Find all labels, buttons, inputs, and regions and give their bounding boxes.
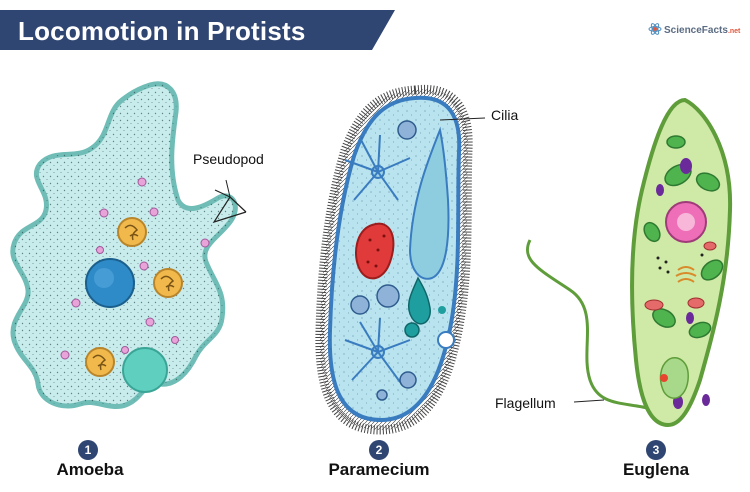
- paramecium-gullet: [407, 276, 431, 325]
- title-banner: Locomotion in Protists: [0, 10, 395, 50]
- amoeba-food-vacuole: [153, 268, 183, 298]
- cilia-label: Cilia: [491, 107, 519, 123]
- paramecium-contractile-vacuole: [344, 134, 411, 201]
- paramecium-contractile-vacuole: [344, 317, 411, 383]
- euglena-eyespot: [660, 374, 668, 382]
- euglena-flagellum: [526, 239, 661, 414]
- number-badge: 2: [369, 440, 389, 460]
- pseudopod-bracket: [212, 189, 247, 224]
- euglena-reservoir: [659, 357, 689, 399]
- paramecium-food-vacuole: [350, 120, 417, 401]
- cilia-pointer: [439, 117, 486, 121]
- organism-name-euglena: Euglena: [622, 460, 690, 479]
- sciencefacts-logo: ScienceFacts.net: [648, 20, 741, 42]
- organism-name-paramecium: Paramecium: [328, 460, 430, 479]
- paramecium-oral-groove: [408, 126, 450, 280]
- flagellum-label: Flagellum: [495, 395, 556, 411]
- amoeba-illustration: [10, 81, 247, 410]
- amoeba-contractile-vacuole: [122, 347, 168, 393]
- atom-icon: [648, 23, 662, 35]
- organism-name-amoeba: Amoeba: [56, 460, 124, 479]
- pseudopod-label: Pseudopod: [193, 151, 264, 167]
- euglena-illustration: [526, 97, 733, 428]
- amoeba-granules: [60, 177, 210, 360]
- amoeba-food-vacuole: [117, 217, 147, 247]
- euglena-paramylon: [644, 241, 717, 311]
- title-banner-shape: [0, 10, 395, 50]
- logo-text: ScienceFacts.net: [664, 25, 741, 36]
- paramecium-anal-pore: [437, 331, 455, 349]
- paramecium-illustration: [315, 84, 486, 435]
- euglena-golgi: [675, 266, 697, 283]
- page-title: Locomotion in Protists: [18, 16, 306, 46]
- flagellum-pointer: [573, 399, 605, 403]
- amoeba-food-vacuole: [85, 347, 115, 377]
- number-badge: 3: [646, 440, 666, 460]
- number-badge: 1: [78, 440, 98, 460]
